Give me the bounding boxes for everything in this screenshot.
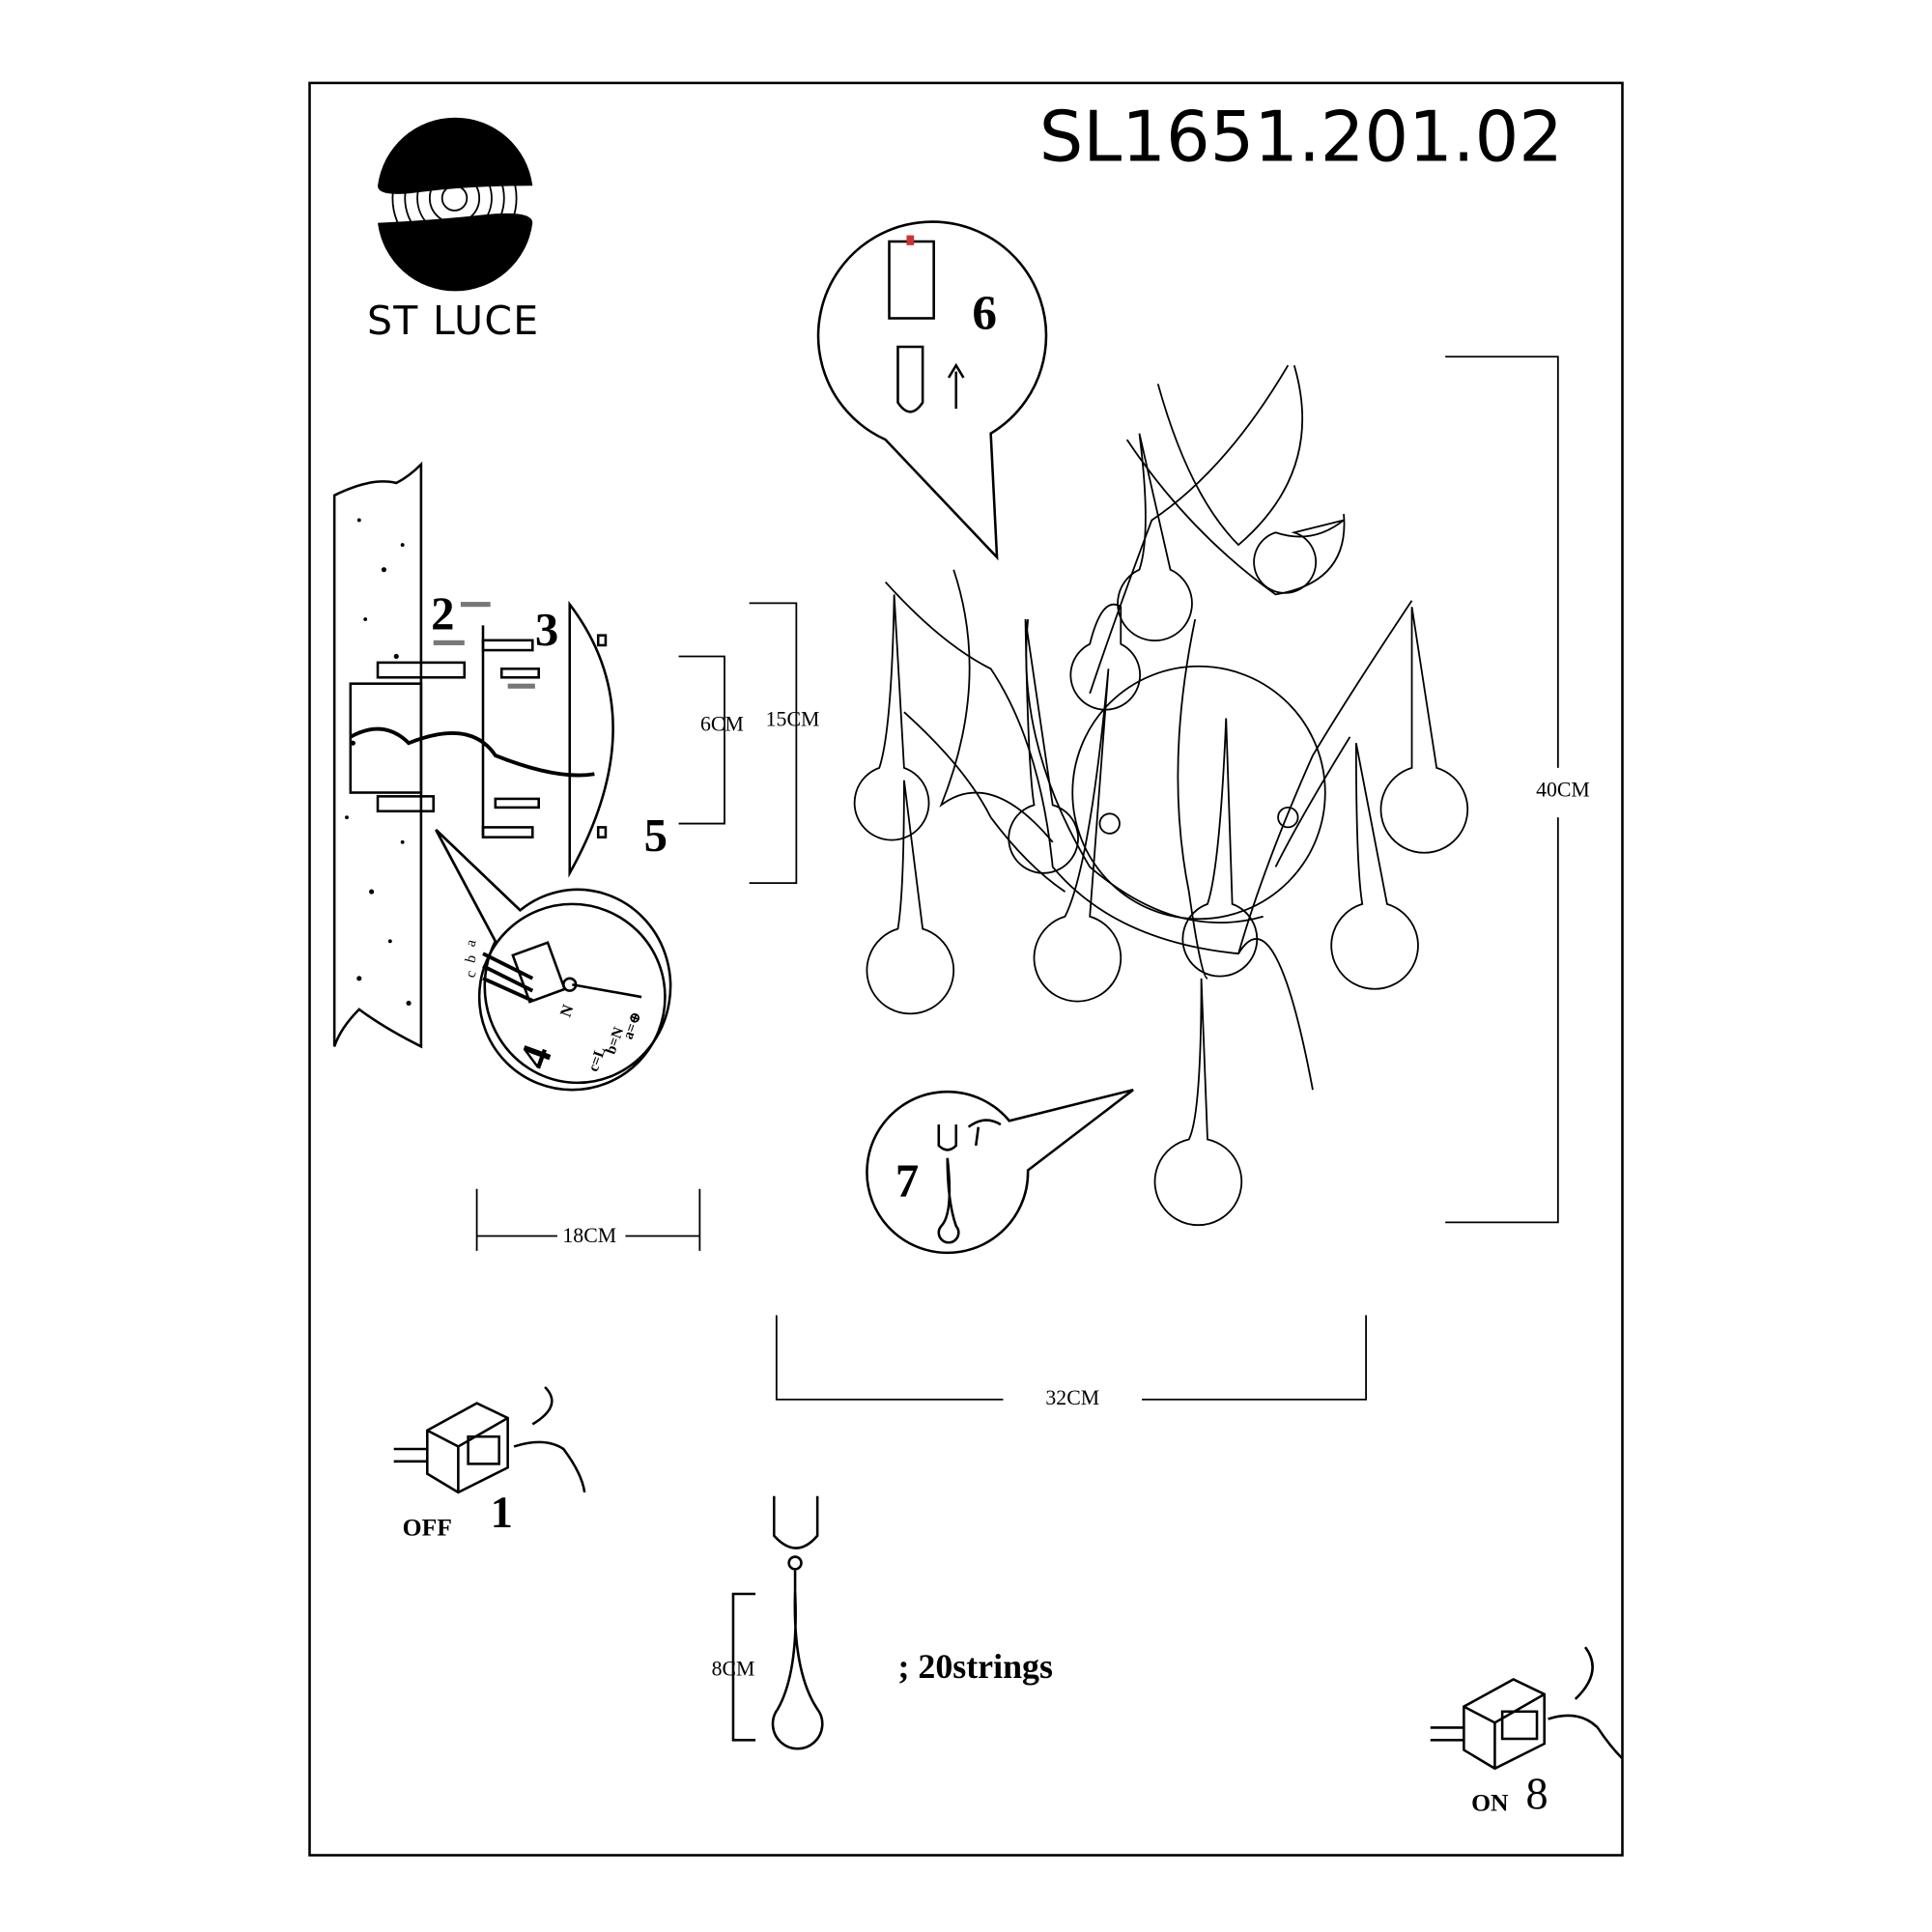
- model-number: SL1651.201.02: [1039, 97, 1563, 178]
- dimension-15cm: 15CM: [766, 707, 820, 730]
- dimension-32cm: 32CM: [1045, 1386, 1099, 1409]
- step-3-number: 3: [535, 604, 558, 656]
- step-1-number: 1: [491, 1488, 513, 1537]
- wire-label-b: b: [462, 952, 479, 964]
- dimension-6cm: 6CM: [700, 712, 744, 735]
- switch-off-illustration: [393, 1385, 586, 1494]
- strings-count-note: ; 20strings: [897, 1647, 1052, 1686]
- wire-label-a: a: [462, 938, 479, 949]
- step-4-number: 4: [510, 1038, 561, 1074]
- step-2-number: 2: [431, 587, 454, 639]
- install-arrows: [433, 602, 535, 689]
- wiring-legend-c: c=L: [585, 1045, 610, 1074]
- wire-label-n: N: [556, 1002, 578, 1019]
- dimension-8cm: 8CM: [712, 1658, 755, 1681]
- switch-on-label: ON: [1471, 1788, 1509, 1816]
- mount-dimension-lines: [475, 602, 798, 1251]
- fixture-dimension-lines: [775, 355, 1559, 1401]
- step-8-number: 8: [1525, 1769, 1548, 1818]
- switch-off-label: OFF: [403, 1514, 452, 1542]
- brand-logo: [378, 117, 533, 292]
- wall-section: [332, 461, 614, 1049]
- switch-on-illustration: [1430, 1646, 1624, 1771]
- crystal-hook-callout: [866, 1088, 1134, 1255]
- brand-name: ST LUCE: [367, 298, 539, 344]
- fixture-drawing: [853, 364, 1469, 1227]
- bulb-callout: [816, 220, 1048, 561]
- page-frame: [308, 81, 1624, 1857]
- step-6-number: 6: [972, 286, 997, 341]
- wire-label-c: c: [462, 969, 479, 980]
- step-5-number: 5: [644, 810, 668, 862]
- crystal-string-illustration: [731, 1495, 824, 1750]
- dimension-18cm: 18CM: [562, 1224, 616, 1247]
- step-7-number: 7: [895, 1154, 919, 1207]
- wiring-callout: [435, 829, 672, 1092]
- dimension-40cm: 40CM: [1536, 778, 1590, 801]
